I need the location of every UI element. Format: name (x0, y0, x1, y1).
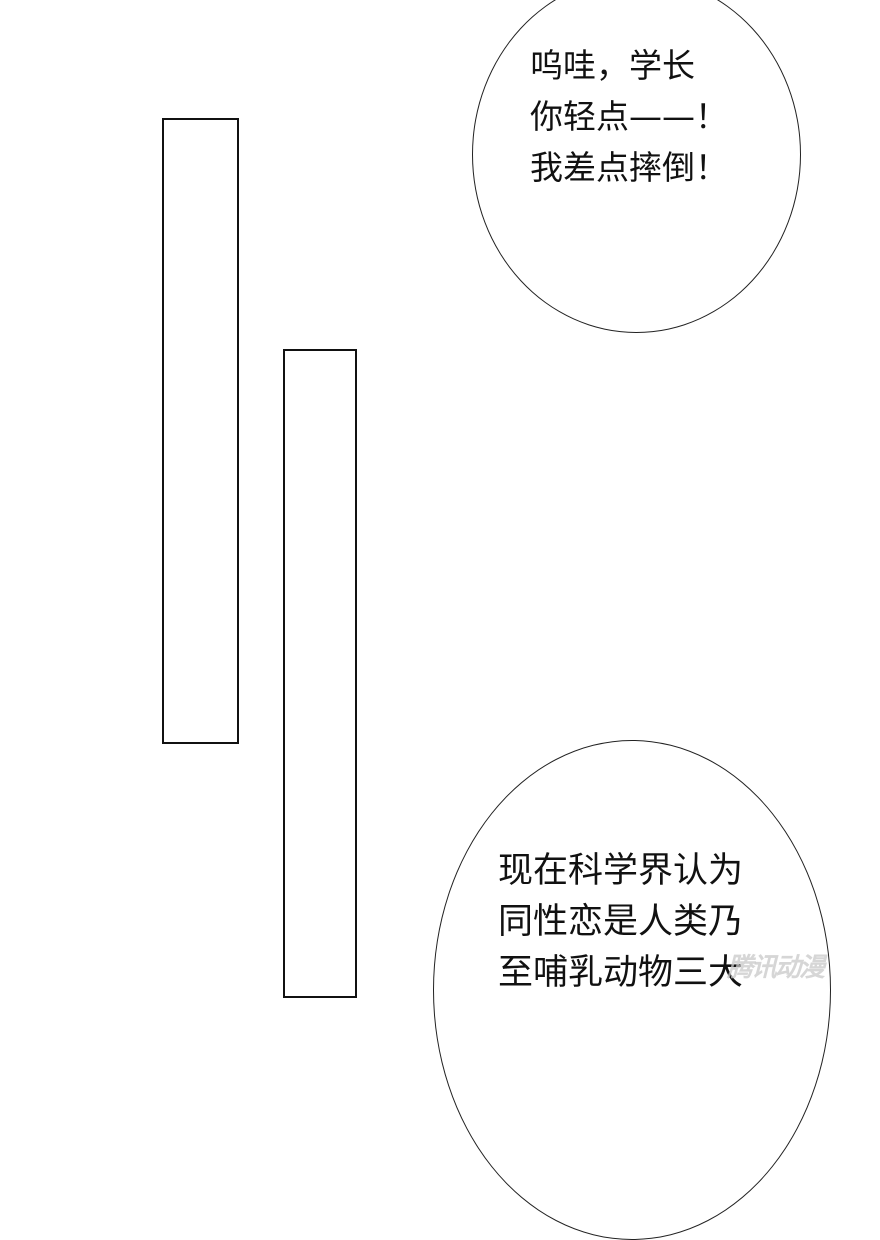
speech-line (498, 999, 743, 1050)
speech-line: 我差点摔倒！ (530, 148, 728, 187)
speech-line: 同性恋是人类乃 (498, 902, 744, 942)
speech-line: 你轻点——！ (530, 97, 728, 136)
speech-text-top: 呜哇，学长 你轻点——！ 我差点摔倒！ (530, 40, 728, 193)
speech-text-bottom: 现在科学界认为 同性恋是人类乃 至哺乳动物三大 (498, 846, 743, 1050)
speech-line: 现在科学界认为 (498, 851, 744, 891)
watermark-logo: 腾讯动漫 (727, 953, 825, 983)
panel-frame-middle (283, 349, 357, 998)
speech-bubble-top (472, 0, 801, 333)
speech-line: 至哺乳动物三大 (498, 953, 744, 993)
panel-frame-left (162, 118, 239, 744)
speech-line: 呜哇，学长 (530, 46, 695, 85)
